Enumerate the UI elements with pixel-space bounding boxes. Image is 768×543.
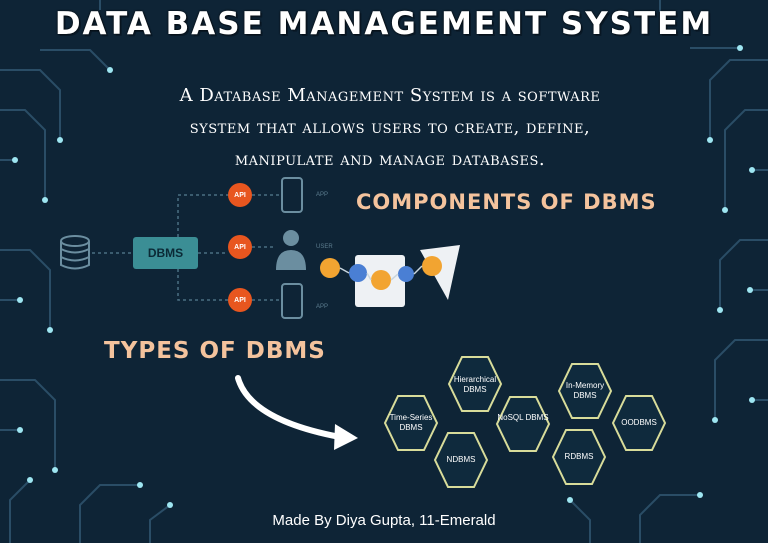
types-heading: TYPES OF DBMS <box>104 338 326 364</box>
database-icon <box>60 235 90 270</box>
app-label: APP <box>316 192 329 198</box>
dbms-node: DBMS <box>133 237 198 269</box>
type-rdbms: RDBMS <box>564 452 594 461</box>
description-line: A Database Management System is a softwa… <box>179 85 601 106</box>
description-line: system that allows users to create, defi… <box>189 117 591 138</box>
api-node: API <box>228 183 252 207</box>
type-nosql: NoSQL DBMS <box>497 413 549 422</box>
api-node: API <box>228 235 252 259</box>
type-time-series: Time-Series DBMS <box>389 413 433 432</box>
description: A Database Management System is a softwa… <box>110 80 670 176</box>
description-line: manipulate and manage databases. <box>234 149 546 170</box>
type-hierarchical: Hierarchical DBMS <box>453 375 497 394</box>
api-node: API <box>228 288 252 312</box>
type-oodbms: OODBMS <box>621 418 657 427</box>
type-in-memory: In-Memory DBMS <box>565 381 605 400</box>
credit-line: Made By Diya Gupta, 11-Emerald <box>272 512 496 529</box>
types-hexagons <box>383 356 667 488</box>
components-heading: COMPONENTS OF DBMS <box>356 190 657 214</box>
app-label: APP <box>316 304 329 310</box>
user-icon <box>276 230 306 270</box>
components-graphic <box>320 245 460 307</box>
type-ndbms: NDBMS <box>446 455 476 464</box>
user-label: USER <box>316 244 333 250</box>
arrow-icon <box>235 375 358 450</box>
phone-icon <box>281 177 303 319</box>
poster-title: DATA BASE MANAGEMENT SYSTEM <box>54 6 714 42</box>
